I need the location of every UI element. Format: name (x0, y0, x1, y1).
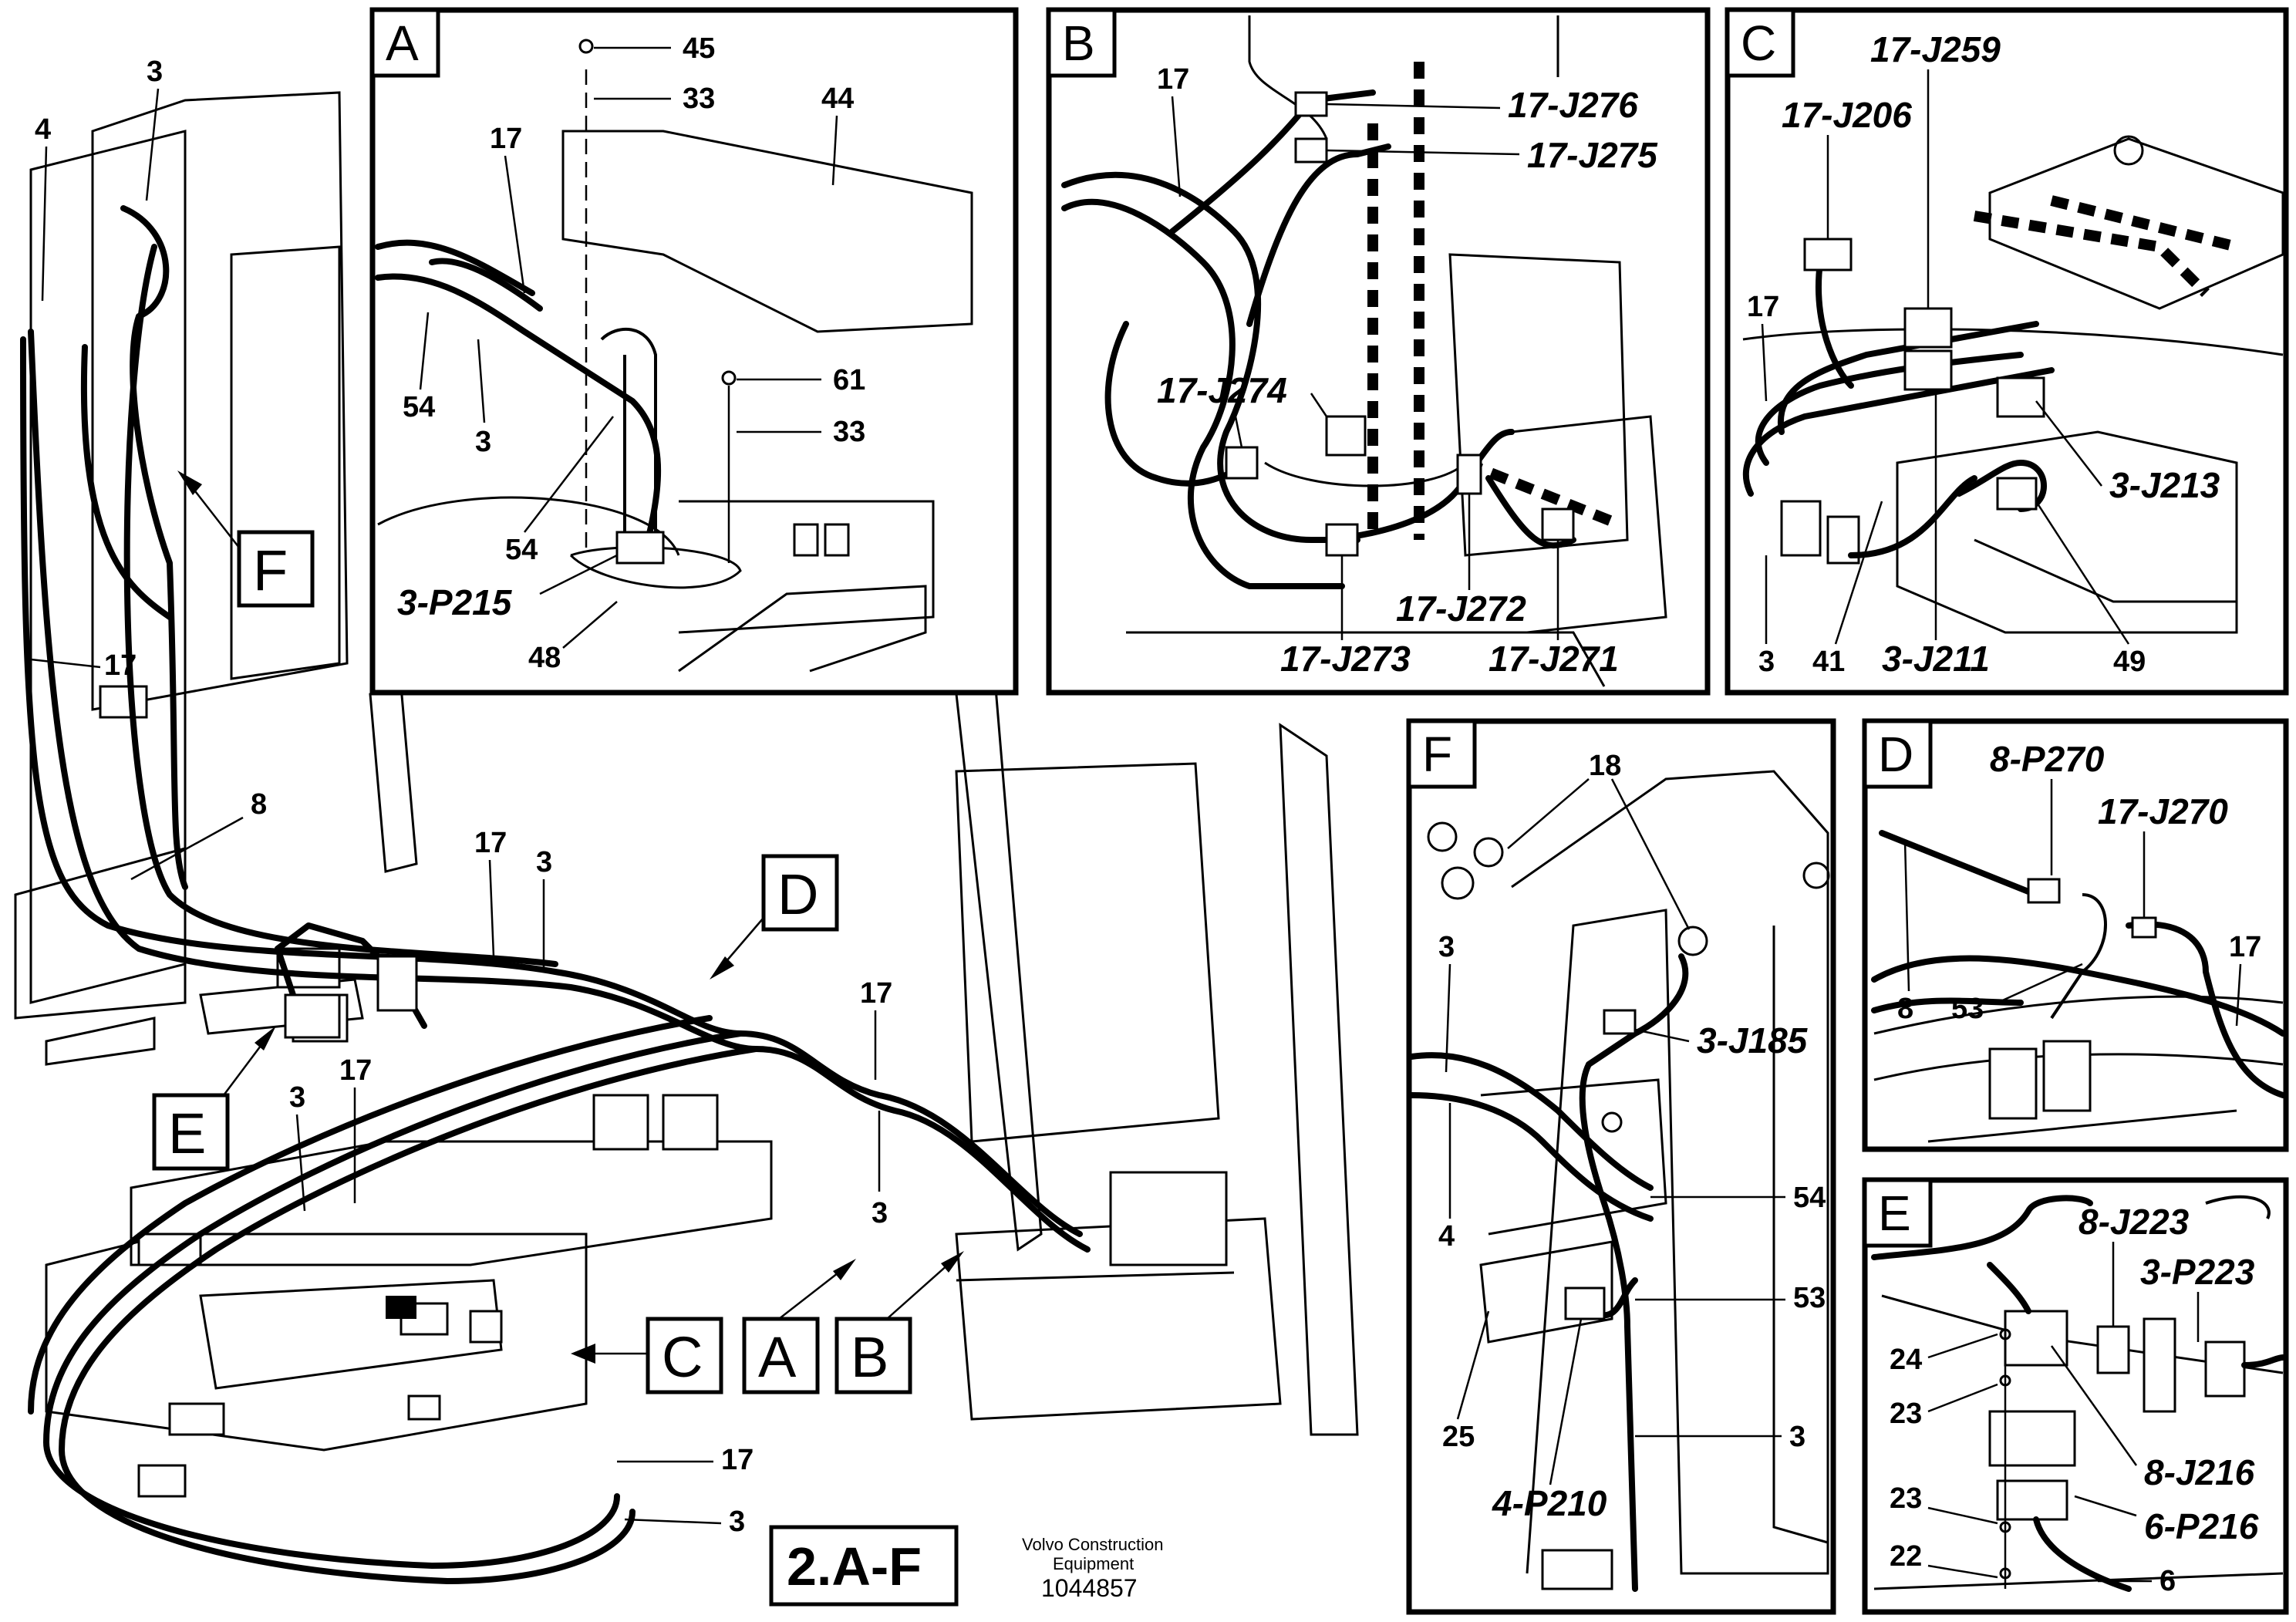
detail-a-callout-61: 61 (833, 364, 865, 396)
svg-text:F: F (253, 538, 288, 602)
detail-f-callout-3-b: 3 (1789, 1421, 1805, 1453)
detail-b-ref-17-j274: 17-J274 (1157, 370, 1287, 410)
detail-f-callout-25: 25 (1442, 1421, 1475, 1453)
main-callout-3-b: 3 (536, 846, 552, 878)
detail-e-callout-23-b: 23 (1890, 1482, 1922, 1515)
detail-e-ref-8-j223: 8-J223 (2079, 1202, 2190, 1242)
detail-b-ref-17-j273: 17-J273 (1280, 639, 1411, 679)
detail-e-ref-8-j216: 8-J216 (2144, 1452, 2255, 1492)
detail-a-ref-3-p215: 3-P215 (397, 582, 513, 622)
detail-d: D 8-P270 17-J270 8 53 17 (1862, 718, 2289, 1152)
main-callout-17-e: 17 (721, 1444, 754, 1476)
main-callout-17: 17 (104, 649, 137, 682)
detail-d-callout-17: 17 (2229, 931, 2261, 963)
detail-e-callout-23: 23 (1890, 1398, 1922, 1430)
detail-b-letter: B (1062, 15, 1095, 71)
detail-e-ref-6-p216: 6-P216 (2144, 1506, 2259, 1546)
detail-f-callout-18: 18 (1589, 750, 1621, 782)
detail-e-letter: E (1878, 1185, 1911, 1241)
view-tag-a[interactable]: A (742, 1259, 856, 1394)
detail-e-callout-22: 22 (1890, 1540, 1922, 1573)
manufacturer-line-2: Equipment (1053, 1554, 1134, 1573)
drawing-number: 1044857 (1041, 1574, 1138, 1602)
view-tag-f[interactable]: F (177, 470, 315, 608)
detail-a-callout-33: 33 (683, 83, 715, 115)
detail-a-callout-44: 44 (821, 83, 854, 115)
detail-b-ref-17-j275: 17-J275 (1527, 135, 1658, 175)
main-callout-3-c: 3 (872, 1197, 888, 1229)
detail-b-ref-17-j272: 17-J272 (1396, 588, 1526, 629)
detail-c-callout-3: 3 (1758, 646, 1775, 678)
detail-f-callout-4: 4 (1438, 1220, 1455, 1253)
detail-a-callout-54: 54 (403, 391, 435, 423)
detail-c: C 17-J259 17-J206 17 3-J213 3 41 3-J211 (1725, 7, 2289, 696)
detail-c-callout-17: 17 (1747, 291, 1779, 323)
main-callout-4: 4 (35, 113, 51, 146)
detail-a-callout-48: 48 (528, 642, 561, 674)
detail-b-ref-17-j271: 17-J271 (1489, 639, 1619, 679)
svg-text:E: E (168, 1101, 206, 1165)
main-callout-3-e: 3 (729, 1506, 745, 1538)
detail-f-callout-54: 54 (1793, 1182, 1826, 1214)
detail-d-callout-53: 53 (1951, 993, 1984, 1025)
detail-b-callout-17: 17 (1157, 63, 1189, 96)
svg-text:C: C (662, 1325, 703, 1389)
figure-label: 2.A-F (787, 1536, 922, 1597)
detail-c-ref-17-j259: 17-J259 (1870, 29, 2001, 69)
detail-c-callout-41: 41 (1812, 646, 1845, 678)
svg-text:B: B (851, 1325, 888, 1389)
detail-a-callout-45: 45 (683, 32, 715, 65)
svg-text:A: A (758, 1325, 797, 1389)
detail-a-callout-33-b: 33 (833, 416, 865, 448)
detail-b: B 17 17-J276 17-J275 17-J274 17-J272 (1046, 7, 1711, 696)
view-tags: F D E C A B (152, 470, 964, 1394)
detail-d-callout-8: 8 (1897, 993, 1913, 1025)
footer: 2.A-F Volvo Construction Equipment 10448… (769, 1525, 1163, 1607)
detail-a-callout-3: 3 (475, 426, 491, 458)
main-callout-17-b: 17 (474, 827, 507, 859)
detail-c-ref-3-j211: 3-J211 (1882, 639, 1990, 679)
detail-f-callout-53: 53 (1793, 1282, 1826, 1314)
detail-f-ref-4-p210: 4-P210 (1492, 1483, 1607, 1523)
detail-a-letter: A (386, 15, 419, 71)
detail-f-callout-3: 3 (1438, 931, 1455, 963)
main-callout-3: 3 (147, 56, 163, 88)
view-tag-d[interactable]: D (710, 854, 839, 980)
detail-d-ref-17-j270: 17-J270 (2098, 791, 2228, 831)
detail-a-callout-17: 17 (490, 123, 522, 155)
detail-e-callout-6: 6 (2159, 1565, 2176, 1597)
detail-f: F 18 3 3-J185 54 4 53 25 3 4-P210 (1406, 718, 1836, 1615)
detail-e: E 8-J223 3-P223 24 23 8-J216 23 6-P216 2… (1862, 1177, 2289, 1615)
detail-c-ref-17-j206: 17-J206 (1782, 95, 1912, 135)
detail-d-ref-8-p270: 8-P270 (1990, 739, 2105, 779)
detail-e-ref-3-p223: 3-P223 (2140, 1252, 2255, 1292)
main-callout-17-d: 17 (339, 1054, 372, 1087)
detail-f-letter: F (1422, 727, 1452, 782)
main-view-callouts: 3 4 17 8 17 3 17 3 3 17 17 3 (30, 56, 892, 1538)
view-tag-e[interactable]: E (152, 1026, 276, 1171)
detail-b-ref-17-j276: 17-J276 (1508, 85, 1638, 125)
detail-a: A 45 33 44 17 61 33 54 3 54 3-P215 (369, 7, 1019, 696)
detail-d-letter: D (1878, 727, 1913, 782)
detail-c-callout-49: 49 (2113, 646, 2146, 678)
main-callout-8: 8 (251, 788, 267, 821)
detail-c-ref-3-j213: 3-J213 (2109, 465, 2220, 505)
main-callout-3-d: 3 (289, 1081, 305, 1114)
view-tag-c[interactable]: C (571, 1317, 723, 1394)
main-callout-17-c: 17 (860, 977, 892, 1010)
manufacturer-line-1: Volvo Construction (1022, 1535, 1163, 1554)
detail-c-letter: C (1741, 15, 1776, 71)
detail-a-callout-54-b: 54 (505, 534, 538, 566)
svg-text:D: D (777, 862, 818, 926)
detail-f-ref-3-j185: 3-J185 (1697, 1020, 1809, 1061)
detail-e-callout-24: 24 (1890, 1344, 1922, 1376)
view-tag-b[interactable]: B (834, 1251, 964, 1394)
